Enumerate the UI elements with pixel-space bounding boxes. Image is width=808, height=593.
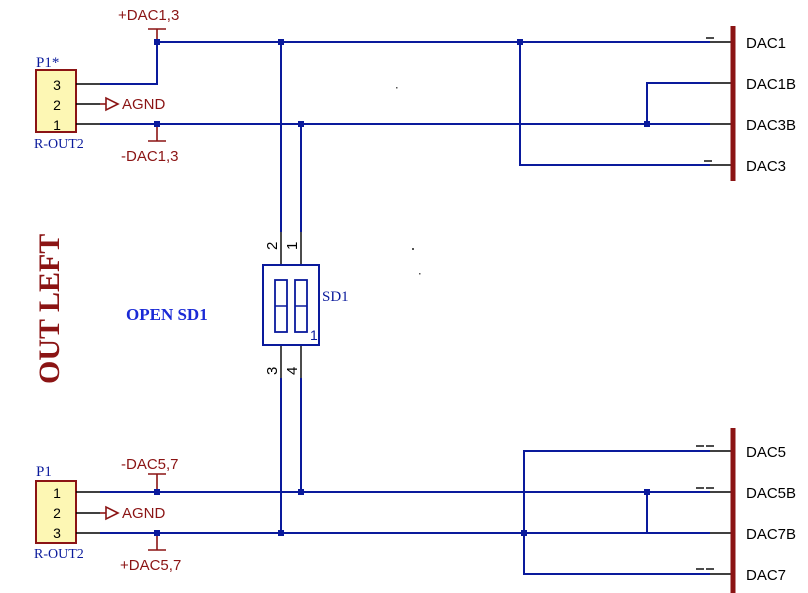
net-label-dac3: DAC3 [746,158,786,175]
top-agnd-triangle-icon [105,96,120,112]
bottom-connector-designator: P1 [36,464,52,480]
switch-designator: SD1 [322,289,349,305]
top-negative-power-label: -DAC1,3 [121,148,179,165]
net-label-dac1: DAC1 [746,35,786,52]
net-label-dac5b: DAC5B [746,485,796,502]
bottom-negative-power-label: -DAC5,7 [121,456,179,473]
junction-dot [644,121,650,127]
bottom-connector[interactable]: 1 2 3 P1 R-OUT2 [34,464,84,562]
bottom-positive-power-label: +DAC5,7 [120,557,181,574]
switch-lever-mark: 1 [310,327,318,343]
junction-dot [154,121,160,127]
switch-pin-4: 4 [284,367,301,375]
switch-pin-2: 2 [264,242,281,250]
switch-note: OPEN SD1 [126,305,208,324]
top-agnd-label: AGND [122,96,166,113]
junction-dot [154,489,160,495]
top-connector-comment: R-OUT2 [34,137,84,152]
junction-dot [644,489,650,495]
bottom-connector-body [35,480,77,544]
bottom-agnd-port[interactable]: AGND [100,505,166,522]
switch-body [262,264,320,346]
top-pin3-wire [100,42,158,85]
top-connector-body [35,69,77,133]
junction-dot [278,530,284,536]
junction-dot [278,39,284,45]
wire-dac3 [519,42,710,166]
bottom-connector-pin-1: 1 [53,485,61,501]
junction-dot [154,530,160,536]
junction-dot [298,489,304,495]
top-positive-power-port[interactable]: +DAC1,3 [118,7,179,40]
stray-dot [419,273,421,275]
wire-dac7 [523,533,710,575]
switch-pin-1: 1 [284,242,301,250]
top-positive-power-label: +DAC1,3 [118,7,179,24]
net-label-dac3b: DAC3B [746,117,796,134]
net-label-dac7b: DAC7B [746,526,796,543]
top-connector[interactable]: 3 2 1 P1* R-OUT2 [34,55,84,152]
bottom-agnd-label: AGND [122,505,166,522]
top-agnd-port[interactable]: AGND [100,96,166,113]
top-connector-pin-3: 3 [53,77,61,93]
bottom-agnd-triangle-icon [105,505,120,521]
top-connector-pin-1: 1 [53,117,61,133]
junction-dot [517,39,523,45]
switch-pin-3: 3 [264,367,281,375]
net-label-dac1b: DAC1B [746,76,796,93]
bottom-positive-power-port[interactable]: +DAC5,7 [120,535,181,574]
net-label-dac7: DAC7 [746,567,786,584]
bottom-connector-comment: R-OUT2 [34,547,84,562]
side-title: OUT LEFT [33,234,66,384]
top-connector-designator: P1* [36,55,59,71]
dip-switch-sd1[interactable]: 1 SD1 2 1 3 4 [262,232,349,378]
bottom-connector-pin-2: 2 [53,505,61,521]
junction-dot [298,121,304,127]
wire-dac5 [523,450,710,533]
top-connector-pin-2: 2 [53,97,61,113]
wire-dac1b [646,82,710,124]
junction-dot [154,39,160,45]
junction-dot [521,530,527,536]
stray-dot [396,87,398,89]
stray-dot [412,248,414,250]
net-label-dac5: DAC5 [746,444,786,461]
bottom-negative-power-port[interactable]: -DAC5,7 [121,456,179,490]
top-negative-power-port[interactable]: -DAC1,3 [121,126,179,165]
bottom-connector-pin-3: 3 [53,525,61,541]
